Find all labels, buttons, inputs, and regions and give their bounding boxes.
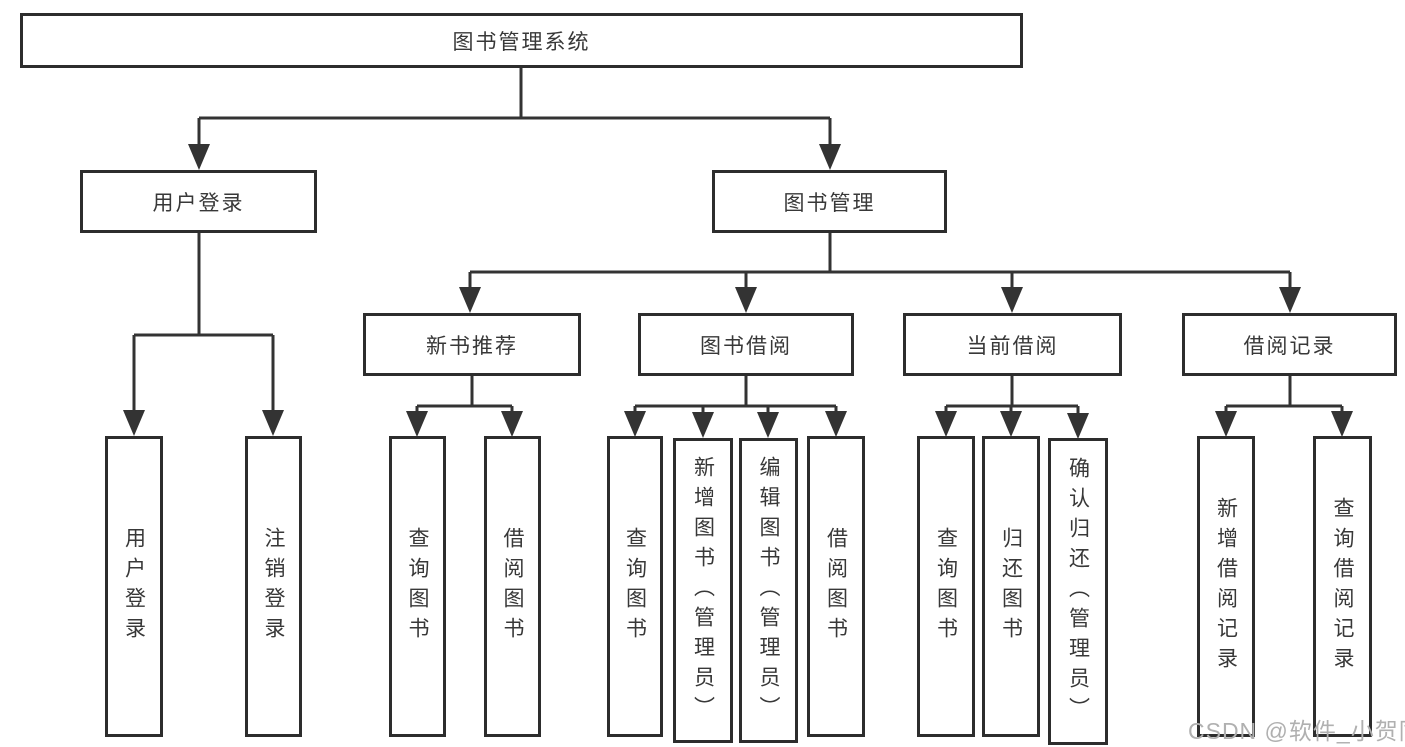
node-query-borrow-record: 查询借阅记录: [1313, 436, 1372, 737]
node-query-books-current: 查询图书: [917, 436, 975, 737]
node-borrow-books-borrowing: 借阅图书: [807, 436, 865, 737]
node-book-borrowing: 图书借阅: [638, 313, 854, 376]
arrow-down-icon: [1215, 411, 1237, 437]
arrow-down-icon: [935, 411, 957, 437]
node-edit-book-admin: 编辑图书（管理员）: [739, 438, 798, 743]
arrow-down-icon: [757, 412, 779, 438]
arrow-down-icon: [692, 412, 714, 438]
node-current-borrowing: 当前借阅: [903, 313, 1122, 376]
arrow-down-icon: [1067, 413, 1089, 439]
connector-paths: [132, 68, 1344, 416]
connector-root-branch: [197, 68, 832, 150]
arrow-down-icon: [1000, 411, 1022, 437]
node-user-login: 用户登录: [80, 170, 317, 233]
node-book-management: 图书管理: [712, 170, 947, 233]
connector-book-borrowing-branch: [633, 376, 838, 416]
node-user-login-action: 用户登录: [105, 436, 163, 737]
node-add-book-admin: 新增图书（管理员）: [673, 438, 733, 743]
node-borrowing-records: 借阅记录: [1182, 313, 1397, 376]
node-return-books: 归还图书: [982, 436, 1040, 737]
arrowheads: [123, 144, 1353, 439]
arrow-down-icon: [735, 287, 757, 313]
arrow-down-icon: [188, 144, 210, 170]
arrow-down-icon: [825, 411, 847, 437]
node-query-books-recommend: 查询图书: [389, 436, 446, 737]
arrow-down-icon: [406, 411, 428, 437]
node-logout-action: 注销登录: [245, 436, 302, 737]
connector-book-management-branch: [468, 233, 1292, 292]
connector-borrow-records-branch: [1224, 376, 1344, 416]
connector-current-borrowing-branch: [944, 376, 1080, 416]
arrow-down-icon: [624, 411, 646, 437]
arrow-down-icon: [1001, 287, 1023, 313]
node-add-borrow-record: 新增借阅记录: [1197, 436, 1255, 737]
arrow-down-icon: [501, 411, 523, 437]
arrow-down-icon: [819, 144, 841, 170]
watermark-text: CSDN @软件_小贺同学: [1188, 718, 1405, 744]
node-borrow-books-recommend: 借阅图书: [484, 436, 541, 737]
arrow-down-icon: [459, 287, 481, 313]
arrow-down-icon: [1279, 287, 1301, 313]
connector-new-book-branch: [415, 376, 514, 416]
node-query-books-borrowing: 查询图书: [607, 436, 663, 737]
node-library-management-system: 图书管理系统: [20, 13, 1023, 68]
node-confirm-return-admin: 确认归还（管理员）: [1048, 438, 1108, 745]
node-new-book-recommendation: 新书推荐: [363, 313, 581, 376]
arrow-down-icon: [123, 410, 145, 436]
arrow-down-icon: [1331, 411, 1353, 437]
connector-user-login-branch: [132, 233, 275, 416]
arrow-down-icon: [262, 410, 284, 436]
